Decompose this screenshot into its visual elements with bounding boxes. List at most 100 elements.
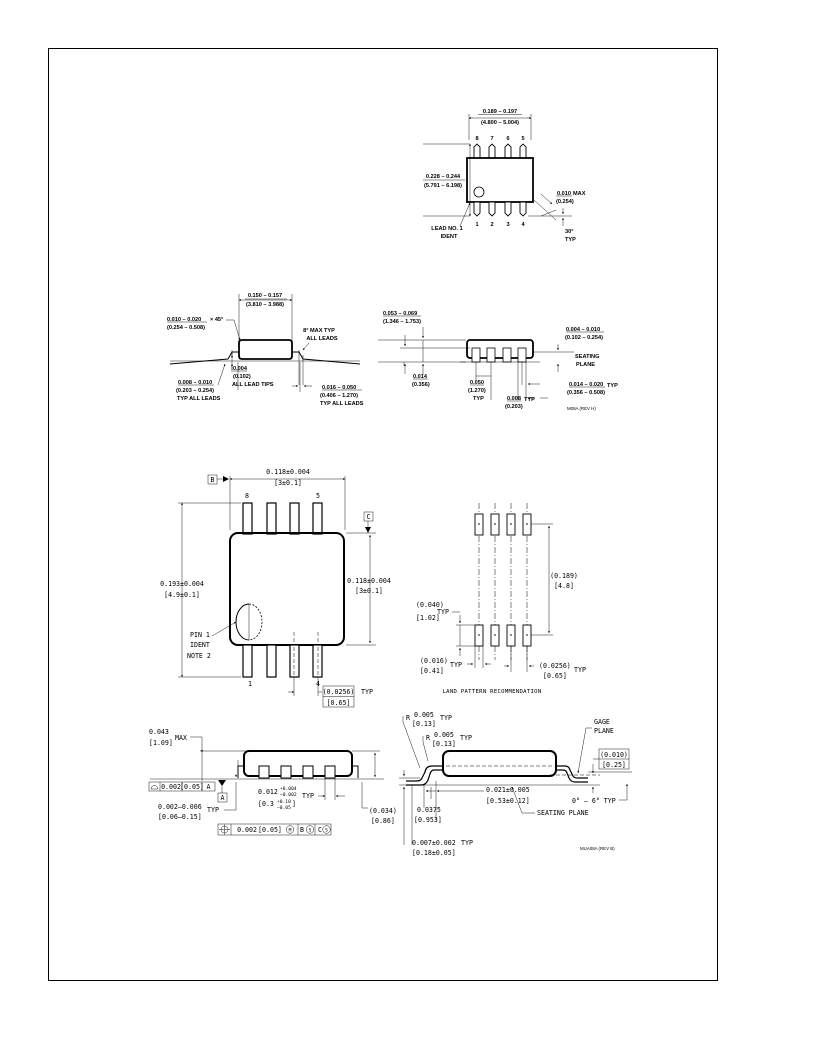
m08a-pin-8: 8 <box>475 136 478 142</box>
mua08a-lead-thk-mm-close: ] <box>292 800 296 808</box>
mua08a-angle: 0° – 6° TYP <box>572 797 616 805</box>
mua08a-top-view: B 0.118±0.004 [3±0.1] 8 5 <box>160 468 391 708</box>
mua08a-gage-mm: [0.25] <box>602 761 626 769</box>
m08a-side-profile <box>238 339 293 360</box>
land-pad-len-mm: [1.02] <box>416 614 440 622</box>
mua08a-pin-5: 5 <box>316 492 320 500</box>
mua08a-standoff: 0.002–0.006 <box>158 803 202 811</box>
mua08a-top-leads <box>242 502 323 535</box>
mua08a-body-h: (0.034) <box>369 807 397 815</box>
m08a-lead-w: 0.014 – 0.020 <box>569 382 603 388</box>
mua08a-seating: SEATING PLANE <box>537 809 589 817</box>
mua08a-r1-prefix: R <box>406 714 410 722</box>
m08a-pitch: 0.050 <box>470 380 484 386</box>
mua08a-top-pitch: (0.0256) <box>323 688 355 696</box>
m08a-top-leads <box>473 143 527 159</box>
m08a-lead-thk-note: TYP ALL LEADS <box>177 396 221 402</box>
land-pitch-mm: [0.65] <box>543 672 567 680</box>
m08a-pin-5: 5 <box>521 136 524 142</box>
mua08a-datum-c-box <box>363 511 374 522</box>
m08a-shoulder-mm: (0.356) <box>412 382 430 388</box>
m08a-pin-3: 3 <box>506 222 509 228</box>
m08a-pin-7: 7 <box>490 136 493 142</box>
mua08a-side-view: 0.043 MAX [1.09] 0.002 [0. <box>148 728 397 836</box>
mua08a-height-mm: [1.09] <box>149 739 173 747</box>
m08a-standoff: 0.004 – 0.010 <box>566 327 600 333</box>
mua08a-bottom-leads <box>242 644 323 678</box>
m08a-foot-mm: (0.406 – 1.270) <box>320 393 358 399</box>
m08a-side-body: 0.150 – 0.157 <box>248 293 282 299</box>
m08a-foot: 0.016 – 0.050 <box>322 385 356 391</box>
m08a-front-body <box>466 339 534 359</box>
mua08a-pin1-ident-3: NOTE 2 <box>187 652 211 660</box>
mua08a-lead-thk-typ: TYP <box>461 839 473 847</box>
mua08a-pos-mm: [0.05] <box>258 826 282 834</box>
mua08a-standoff-mm: [0.06–0.15] <box>158 813 202 821</box>
m08a-pitch-mm: (1.270) <box>468 388 486 394</box>
land-pitch-typ: TYP <box>574 666 586 674</box>
m08a-seating-2: PLANE <box>576 362 595 368</box>
mua08a-width: 0.118±0.004 <box>266 468 310 476</box>
m08a-length: 0.189 – 0.197 <box>483 109 517 115</box>
mua08a-pin1-ident-1: PIN 1 <box>190 631 210 639</box>
mua08a-top-pitch-typ: TYP <box>361 688 373 696</box>
mua08a-front-view: R 0.005 TYP [0.13] R 0.005 TYP [0.13] GA… <box>399 711 632 857</box>
m08a-gap: 0.008 <box>507 396 521 402</box>
m08a-side-body-mm: (3.810 – 3.988) <box>246 302 284 308</box>
mua08a-r1-typ: TYP <box>440 714 452 722</box>
mua08a-r2-typ: TYP <box>460 734 472 742</box>
mua08a-datum-a: A <box>221 794 225 802</box>
m08a-gap-typ: TYP <box>524 397 535 403</box>
land-span-mm: [4.8] <box>554 582 574 590</box>
mua08a-overall-mm: [4.9±0.1] <box>164 591 200 599</box>
mua08a-fcf-datum: A <box>207 783 211 791</box>
mua08a-lead-thk-minus: −0.002 <box>280 792 297 798</box>
m08a-pin-4: 4 <box>521 222 525 228</box>
mua08a-foot: 0.021±0.005 <box>486 786 530 794</box>
land-pads-top <box>474 513 532 536</box>
mua08a-datum-a-box <box>217 792 228 803</box>
m08a-max-flash: 0.010 <box>557 191 571 197</box>
m08a-side-angle-1: 8° MAX TYP <box>303 328 335 334</box>
m08a-pitch-typ: TYP <box>473 396 484 402</box>
mua08a-lead-thk-typ: TYP <box>302 792 314 800</box>
mua08a-pin-8: 8 <box>245 492 249 500</box>
mua08a-body <box>229 532 345 646</box>
mua08a-lead-thk-mm: [0.18±0.05] <box>412 849 456 857</box>
mua08a-r2-mm: [0.13] <box>432 740 456 748</box>
m08a-top-view: 0.189 – 0.197 (4.800 – 5.004) 8 7 6 5 1 … <box>423 109 586 243</box>
mua08a-top-pitch-mm: [0.65] <box>327 699 351 707</box>
m08a-lead-ident-2: IDENT <box>441 234 458 240</box>
m08a-pin1-dot <box>473 186 485 198</box>
m08a-seating-1: SEATING <box>575 354 599 360</box>
mua08a-lead-thk: 0.007±0.002 <box>412 839 456 847</box>
mua08a-pin1-ident-2: IDENT <box>190 641 210 649</box>
mua08a-overall: 0.193±0.004 <box>160 580 204 588</box>
m08a-side-angle-2: ALL LEADS <box>306 336 338 342</box>
mua08a-lead-thk-mm-minus: −0.05 <box>277 805 291 811</box>
mua08a-body-dim: 0.118±0.004 <box>347 577 391 585</box>
m08a-front-view: 0.053 – 0.069 (1.346 – 1.753) 0.014 (0.3… <box>378 311 618 411</box>
land-pad-w-typ: TYP <box>450 661 462 669</box>
land-pad-len-typ: TYP <box>437 608 449 616</box>
mua08a-land-pattern: (0.189) [4.8] (0.040) TYP [1.02] (0.016)… <box>416 503 586 695</box>
land-caption: LAND PATTERN RECOMMENDATION <box>442 689 541 695</box>
mua08a-rev: MUA08A (REV B) <box>580 846 615 851</box>
mua08a-pos-c: C <box>318 826 322 834</box>
m08a-bottom-leads <box>473 201 527 217</box>
mua08a-lead-thk-plus: +0.004 <box>280 786 297 792</box>
m08a-lead-w-typ: TYP <box>607 383 618 389</box>
land-pad-w-mm: [0.41] <box>420 667 444 675</box>
mua08a-fcf-flatness: 0.002 [0.05] A <box>148 781 216 792</box>
mua08a-datum-b: B <box>211 476 215 484</box>
mua08a-r1: 0.005 <box>414 711 434 719</box>
m08a-gap-mm: (0.203) <box>505 404 523 410</box>
mua08a-pos-b: B <box>300 826 304 834</box>
m08a-width-mm: (5.791 – 6.198) <box>424 183 462 189</box>
m08a-height-mm: (1.346 – 1.753) <box>383 319 421 325</box>
mua08a-body-dim-mm: [3±0.1] <box>355 587 383 595</box>
mua08a-fcf-val: 0.002 <box>161 783 181 791</box>
mua08a-foot-len: 0.0375 <box>417 806 441 814</box>
m08a-length-mm: (4.800 – 5.004) <box>481 120 519 126</box>
